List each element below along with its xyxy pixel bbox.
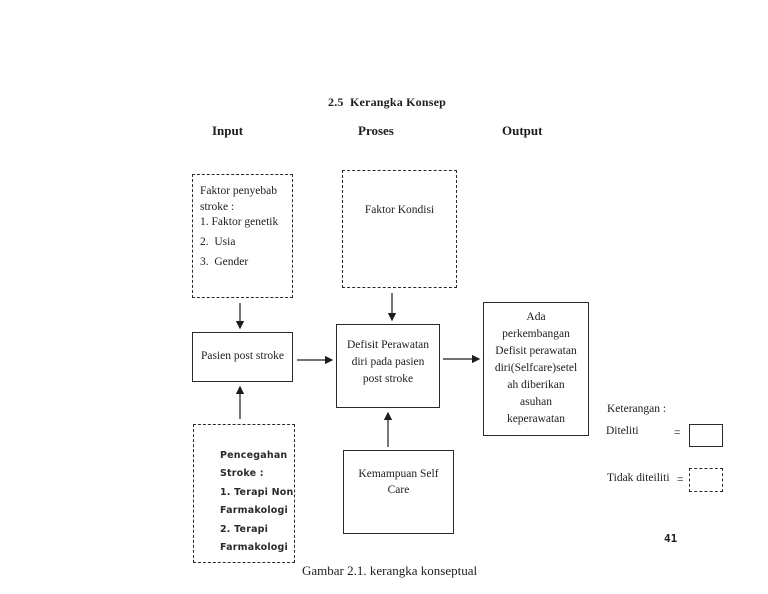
legend-label-tidak-diteiliti: Tidak diteiliti bbox=[607, 472, 670, 484]
box-kemampuan-self-care: Kemampuan Self Care bbox=[343, 450, 454, 534]
box-text-line: Faktor penyebab bbox=[200, 185, 277, 197]
box-text-line: Pasien post stroke bbox=[200, 350, 285, 363]
section-heading: 2.5 Kerangka Konsep bbox=[328, 95, 447, 109]
box-pencegahan-stroke: Pencegahan Stroke : 1. Terapi Non Farmak… bbox=[193, 424, 295, 563]
box-text-line: Ada bbox=[526, 311, 546, 323]
box-text-line: Stroke : bbox=[220, 468, 264, 480]
legend-equals-sign: = bbox=[674, 427, 681, 439]
box-text-line: 2. Terapi bbox=[220, 523, 269, 535]
column-header-proses: Proses bbox=[358, 123, 394, 138]
legend-title: Keterangan : bbox=[607, 403, 667, 415]
column-header-output: Output bbox=[502, 123, 543, 138]
column-header-input: Input bbox=[212, 123, 244, 138]
box-text-line: Farmakologi bbox=[220, 542, 288, 554]
box-faktor-kondisi: Faktor Kondisi bbox=[342, 170, 457, 288]
box-text-line: stroke : bbox=[200, 200, 235, 213]
legend-swatch-dashed-box bbox=[689, 468, 723, 492]
box-text-line: 3. Gender bbox=[200, 256, 249, 268]
legend-swatch-solid-box bbox=[689, 424, 723, 447]
box-defisit-perawatan-diri: Defisit Perawatan diri pada pasien post … bbox=[336, 324, 440, 408]
box-perkembangan-selfcare: Ada perkembangan Defisit perawatan diri(… bbox=[483, 302, 589, 436]
page-number: 41 bbox=[664, 532, 678, 545]
box-text-line: Pencegahan bbox=[220, 450, 288, 461]
box-text-line: perkembangan bbox=[502, 328, 570, 340]
box-text-line: Care bbox=[387, 484, 410, 496]
box-text-line: 2. Usia bbox=[200, 236, 236, 248]
box-text-line: Defisit perawatan bbox=[495, 345, 577, 357]
box-text-line: post stroke bbox=[362, 373, 414, 385]
box-text-line: ah diberikan bbox=[507, 379, 565, 391]
box-text-line: diri(Selfcare)setel bbox=[494, 362, 578, 374]
box-faktor-penyebab-stroke: Faktor penyebab stroke : 1. Faktor genet… bbox=[192, 174, 293, 298]
box-text-line: Farmakologi bbox=[220, 505, 288, 517]
box-text-line: keperawatan bbox=[506, 413, 566, 425]
box-text-line: 1. Faktor genetik bbox=[200, 216, 279, 228]
box-text-line: diri pada pasien bbox=[351, 356, 425, 368]
legend-equals-sign: = bbox=[677, 474, 684, 486]
box-text-line: asuhan bbox=[520, 396, 552, 408]
box-text-line: 1. Terapi Non bbox=[220, 486, 294, 498]
box-text-line: Kemampuan Self bbox=[358, 468, 439, 480]
box-text-line: Faktor Kondisi bbox=[364, 204, 435, 216]
box-text-line: Defisit Perawatan bbox=[346, 339, 430, 351]
box-pasien-post-stroke: Pasien post stroke bbox=[192, 332, 293, 382]
figure-caption: Gambar 2.1. kerangka konseptual bbox=[302, 563, 478, 578]
legend-label-diteliti: Diteliti bbox=[606, 425, 639, 437]
